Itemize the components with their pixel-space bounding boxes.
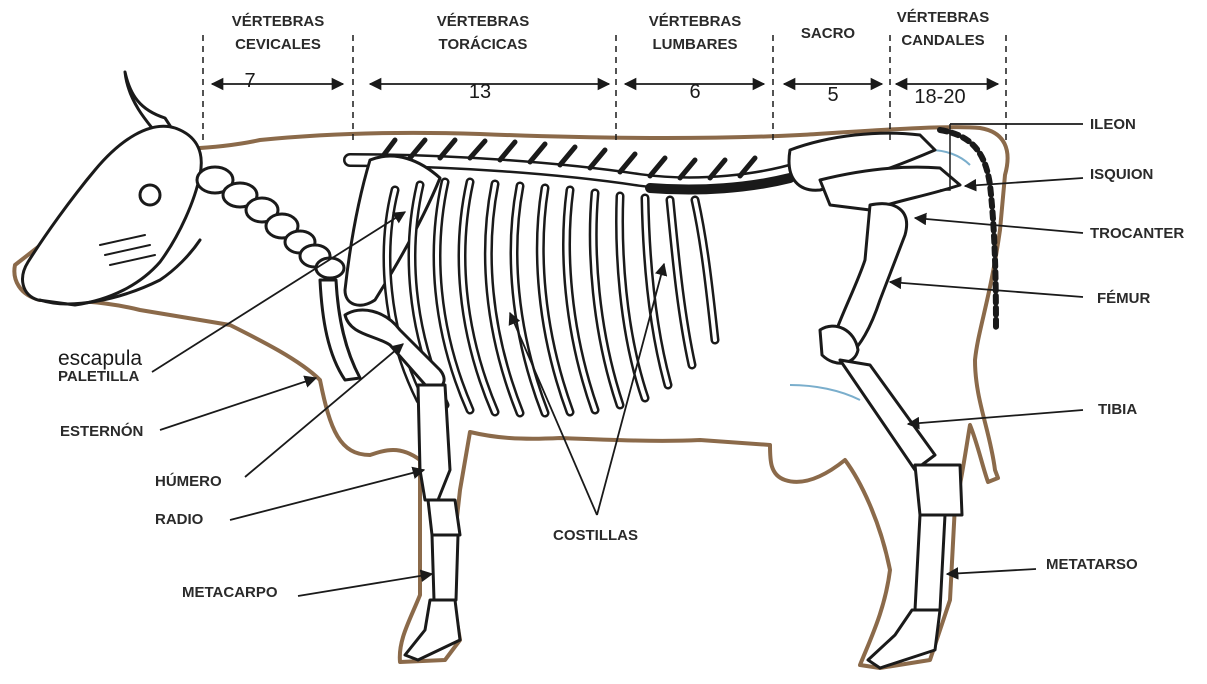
count-lumbar: 6	[670, 81, 720, 104]
header-cervical: VÉRTEBRAS CEVICALES	[203, 10, 353, 56]
header-lumbar-line1: VÉRTEBRAS	[620, 10, 770, 33]
metacarpo-arrow	[298, 574, 432, 596]
carpus	[428, 500, 460, 535]
header-sacrum-line1: SACRO	[778, 22, 878, 45]
label-metatarso: METATARSO	[1046, 556, 1138, 573]
label-metacarpo: METACARPO	[182, 584, 278, 601]
header-caudal-line2: CANDALES	[878, 29, 1008, 52]
label-humero: HÚMERO	[155, 473, 222, 490]
label-esternon: ESTERNÓN	[60, 423, 143, 440]
count-cervical: 7	[225, 70, 275, 93]
header-caudal: VÉRTEBRAS CANDALES	[878, 6, 1008, 52]
metatarsus	[915, 515, 945, 610]
eye-orbit	[140, 185, 160, 205]
header-lumbar-line2: LUMBARES	[620, 33, 770, 56]
label-radio: RADIO	[155, 511, 203, 528]
tarsus	[915, 465, 962, 515]
label-femur: FÉMUR	[1097, 290, 1150, 307]
esternon-arrow	[160, 378, 316, 430]
label-isquion: ISQUION	[1090, 166, 1153, 183]
count-caudal: 18-20	[900, 86, 980, 109]
count-sacrum: 5	[808, 84, 858, 107]
header-thoracic-line1: VÉRTEBRAS	[408, 10, 558, 33]
header-cervical-line2: CEVICALES	[203, 33, 353, 56]
radius	[418, 385, 450, 500]
header-thoracic: VÉRTEBRAS TORÁCICAS	[408, 10, 558, 56]
label-tibia: TIBIA	[1098, 401, 1137, 418]
header-cervical-line1: VÉRTEBRAS	[203, 10, 353, 33]
header-thoracic-line2: TORÁCICAS	[408, 33, 558, 56]
count-thoracic: 13	[455, 81, 505, 104]
label-trocanter: TROCANTER	[1090, 225, 1184, 242]
header-sacrum: SACRO	[778, 22, 878, 45]
label-costillas: COSTILLAS	[553, 527, 638, 544]
radio-arrow	[230, 470, 424, 520]
header-lumbar: VÉRTEBRAS LUMBARES	[620, 10, 770, 56]
header-caudal-line1: VÉRTEBRAS	[878, 6, 1008, 29]
metacarpus	[432, 535, 458, 600]
metatarso-arrow	[947, 569, 1036, 574]
label-escapula: escapula	[58, 347, 142, 371]
label-ileon: ILEON	[1090, 116, 1136, 133]
